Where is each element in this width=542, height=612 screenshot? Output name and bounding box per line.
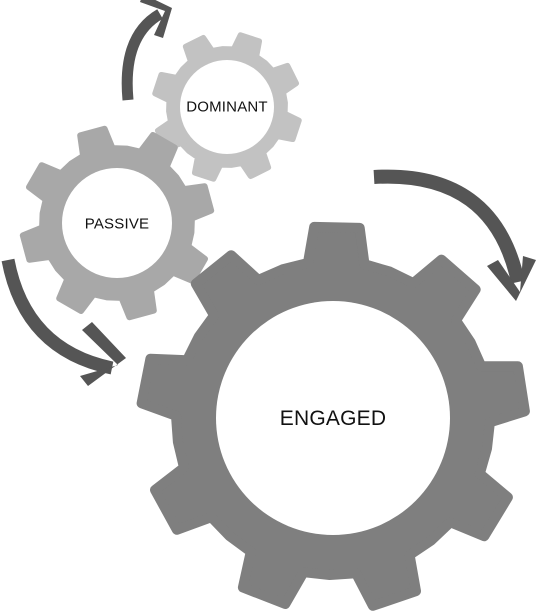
- gear-passive-label: PASSIVE: [84, 215, 150, 233]
- gear-passive-hub: [62, 168, 172, 278]
- arrow-right-icon: [373, 169, 536, 301]
- gear-engaged-label: ENGAGED: [279, 407, 387, 430]
- gear-dominant-hub: [180, 60, 274, 154]
- gear-engaged-hub: [216, 301, 450, 535]
- gear-dominant-label: DOMINANT: [186, 98, 268, 116]
- arrow-top-icon: [121, 0, 172, 101]
- arrow-left-icon: [1, 258, 126, 386]
